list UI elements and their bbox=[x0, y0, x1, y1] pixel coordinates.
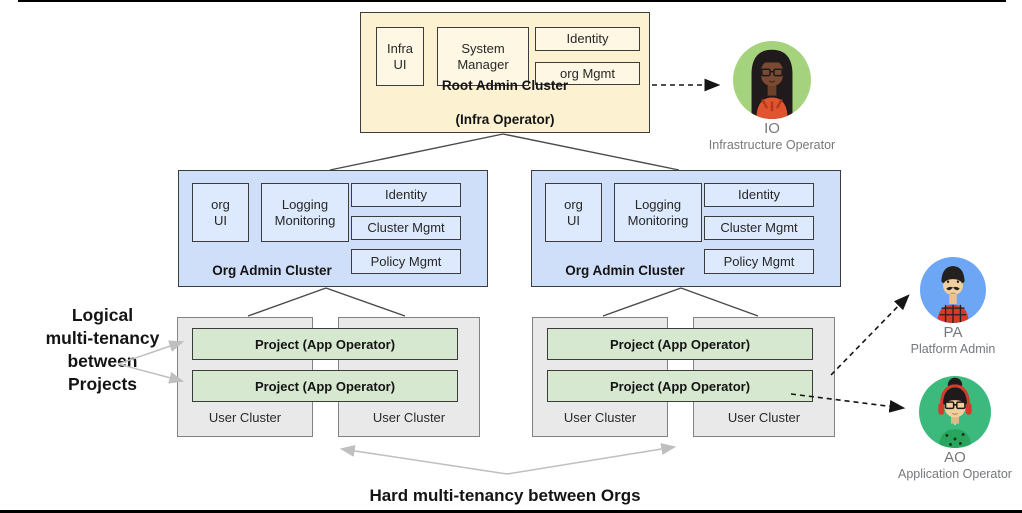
logical-multitenancy-label: Logical multi-tenancy between Projects bbox=[45, 305, 160, 394]
component-system-manager: System Manager bbox=[437, 27, 529, 86]
project-bar: Project (App Operator) bbox=[192, 328, 458, 360]
persona-pa-abbr: PA bbox=[943, 324, 963, 341]
persona-io: IO Infrastructure Operator bbox=[709, 41, 835, 152]
component-infra-ui: Infra UI bbox=[376, 27, 424, 86]
org-cluster-title: Org Admin Cluster bbox=[212, 263, 332, 278]
component-logging-monitoring: Logging Monitoring bbox=[614, 183, 702, 242]
root-admin-cluster: Infra UI System Manager Identity org Mgm… bbox=[360, 12, 650, 133]
org-cluster-title: Org Admin Cluster bbox=[565, 263, 685, 278]
io-avatar-icon bbox=[733, 41, 811, 119]
ao-avatar-icon bbox=[919, 376, 991, 448]
persona-io-abbr: IO bbox=[764, 120, 780, 137]
bottom-border-line bbox=[0, 510, 1022, 513]
top-border-line bbox=[18, 0, 1006, 2]
user-cluster-label: User Cluster bbox=[208, 410, 282, 425]
user-cluster-group-left: Project (App Operator) Project (App Oper… bbox=[177, 317, 480, 437]
user-cluster-label: User Cluster bbox=[372, 410, 446, 425]
persona-io-role: Infrastructure Operator bbox=[708, 138, 836, 152]
component-logging-monitoring: Logging Monitoring bbox=[261, 183, 349, 242]
component-org-mgmt: org Mgmt bbox=[535, 62, 640, 85]
root-cluster-title-line2: (Infra Operator) bbox=[455, 112, 555, 127]
user-cluster-label: User Cluster bbox=[563, 410, 637, 425]
user-cluster-group-right: Project (App Operator) Project (App Oper… bbox=[532, 317, 835, 437]
project-bar: Project (App Operator) bbox=[547, 328, 813, 360]
root-cluster-title-line1: Root Admin Cluster bbox=[441, 78, 569, 93]
persona-pa-role: Platform Admin bbox=[910, 342, 996, 356]
component-org-ui: org UI bbox=[545, 183, 602, 242]
component-cluster-mgmt: Cluster Mgmt bbox=[704, 216, 814, 240]
component-org-ui: org UI bbox=[192, 183, 249, 242]
component-policy-mgmt: Policy Mgmt bbox=[351, 249, 461, 274]
root-cluster-title: Root Admin Cluster (Infra Operator) bbox=[361, 60, 649, 128]
org-admin-cluster-left: org UI Logging Monitoring Identity Clust… bbox=[178, 170, 488, 287]
component-identity: Identity bbox=[535, 27, 640, 51]
component-identity: Identity bbox=[351, 183, 461, 207]
pa-avatar-icon bbox=[920, 257, 986, 323]
persona-ao-abbr: AO bbox=[944, 449, 966, 466]
hard-multitenancy-label: Hard multi-tenancy between Orgs bbox=[369, 486, 641, 505]
component-cluster-mgmt: Cluster Mgmt bbox=[351, 216, 461, 240]
persona-pa: PA Platform Admin bbox=[911, 257, 995, 356]
persona-ao: AO Application Operator bbox=[898, 376, 1012, 481]
user-cluster-label: User Cluster bbox=[727, 410, 801, 425]
persona-ao-role: Application Operator bbox=[898, 467, 1012, 481]
project-bar: Project (App Operator) bbox=[547, 370, 813, 402]
component-identity: Identity bbox=[704, 183, 814, 207]
org-admin-cluster-right: org UI Logging Monitoring Identity Clust… bbox=[531, 170, 841, 287]
component-policy-mgmt: Policy Mgmt bbox=[704, 249, 814, 274]
project-bar: Project (App Operator) bbox=[192, 370, 458, 402]
